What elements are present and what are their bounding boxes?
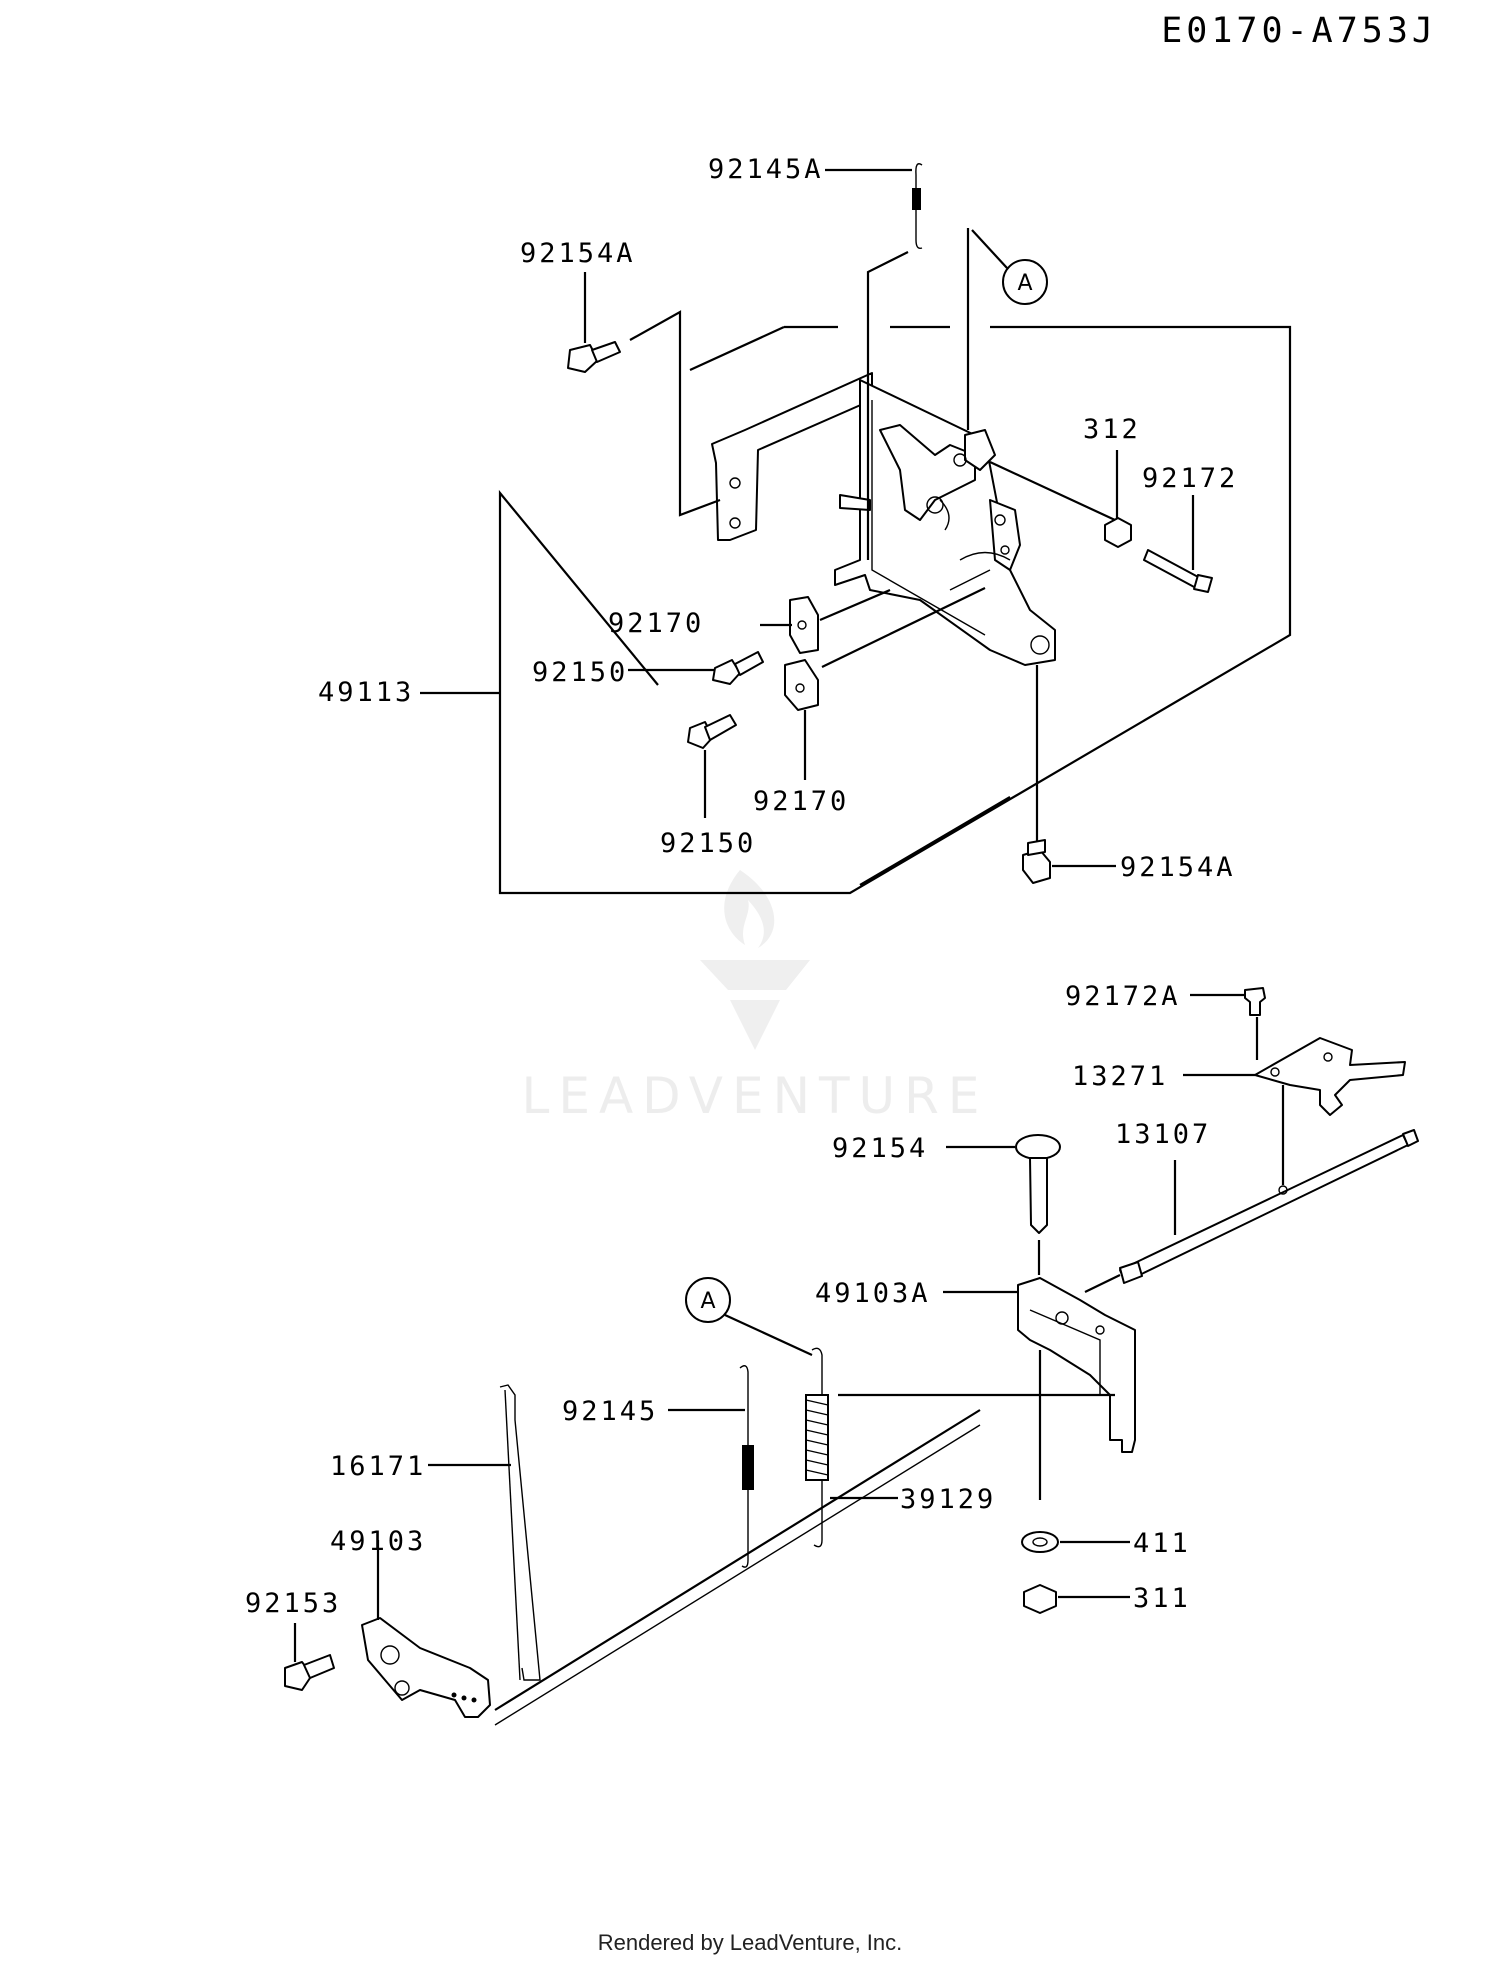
label-92153: 92153 bbox=[245, 1588, 341, 1619]
label-92150-lower: 92150 bbox=[660, 828, 756, 859]
label-92170-upper: 92170 bbox=[608, 608, 704, 639]
bolt-92172 bbox=[1143, 549, 1213, 593]
label-311: 311 bbox=[1133, 1583, 1191, 1614]
shaft-13107 bbox=[1119, 1129, 1419, 1284]
callout-a-bottom: A bbox=[685, 1277, 813, 1356]
label-39129: 39129 bbox=[900, 1484, 996, 1515]
bolt-92150-lower bbox=[687, 714, 737, 749]
assembly-49103: A bbox=[284, 1277, 1115, 1726]
plate-49103 bbox=[361, 1617, 491, 1718]
label-411: 411 bbox=[1133, 1528, 1191, 1559]
bolt-92153 bbox=[284, 1654, 335, 1691]
clip-92170-lower bbox=[784, 659, 819, 711]
svg-text:A: A bbox=[700, 1289, 715, 1314]
clip-92170-upper bbox=[789, 596, 819, 654]
plate-13271 bbox=[1254, 1037, 1406, 1116]
assembly-49103A bbox=[943, 987, 1419, 1614]
label-92170-lower: 92170 bbox=[753, 786, 849, 817]
diagram-code: E0170-A753J bbox=[1161, 11, 1437, 51]
rod-16171 bbox=[499, 1384, 541, 1681]
label-92150-upper: 92150 bbox=[532, 657, 628, 688]
part-labels: 92145A 92154A 312 92172 92170 92150 4911… bbox=[245, 154, 1238, 1619]
bracket-49103A bbox=[1017, 1277, 1136, 1453]
label-92154A-top: 92154A bbox=[520, 238, 636, 269]
bolt-92154A-top bbox=[567, 341, 621, 373]
label-49103: 49103 bbox=[330, 1526, 426, 1557]
spring-92145A bbox=[912, 163, 923, 250]
watermark-text: LEADVENTURE bbox=[522, 1067, 989, 1125]
assembly-49113: A bbox=[420, 163, 1292, 895]
label-49113: 49113 bbox=[318, 677, 414, 708]
leadventure-watermark: LEADVENTURE bbox=[522, 870, 989, 1125]
label-92154A-bottom: 92154A bbox=[1120, 852, 1236, 883]
spring-39129 bbox=[805, 1347, 829, 1548]
label-92145: 92145 bbox=[562, 1396, 658, 1427]
callout-a-top: A bbox=[971, 229, 1048, 305]
spring-92145 bbox=[739, 1365, 754, 1568]
label-92172: 92172 bbox=[1142, 463, 1238, 494]
bolt-92150-upper bbox=[712, 651, 764, 685]
label-16171: 16171 bbox=[330, 1451, 426, 1482]
label-92172A: 92172A bbox=[1065, 981, 1181, 1012]
bolt-92172A bbox=[1244, 987, 1266, 1016]
label-92154: 92154 bbox=[832, 1133, 928, 1164]
nut-311 bbox=[1023, 1584, 1057, 1614]
svg-text:A: A bbox=[1017, 271, 1032, 296]
bolt-92154 bbox=[1015, 1134, 1061, 1234]
label-312: 312 bbox=[1083, 414, 1141, 445]
label-13107: 13107 bbox=[1115, 1119, 1211, 1150]
bolt-92154A-bottom bbox=[1022, 839, 1051, 884]
footer-credit: Rendered by LeadVenture, Inc. bbox=[598, 1930, 903, 1955]
nut-312 bbox=[1104, 517, 1132, 548]
label-13271: 13271 bbox=[1072, 1061, 1168, 1092]
label-92145A: 92145A bbox=[708, 154, 824, 185]
control-bracket bbox=[711, 372, 873, 541]
washer-411 bbox=[1021, 1531, 1059, 1553]
label-49103A: 49103A bbox=[815, 1278, 931, 1309]
